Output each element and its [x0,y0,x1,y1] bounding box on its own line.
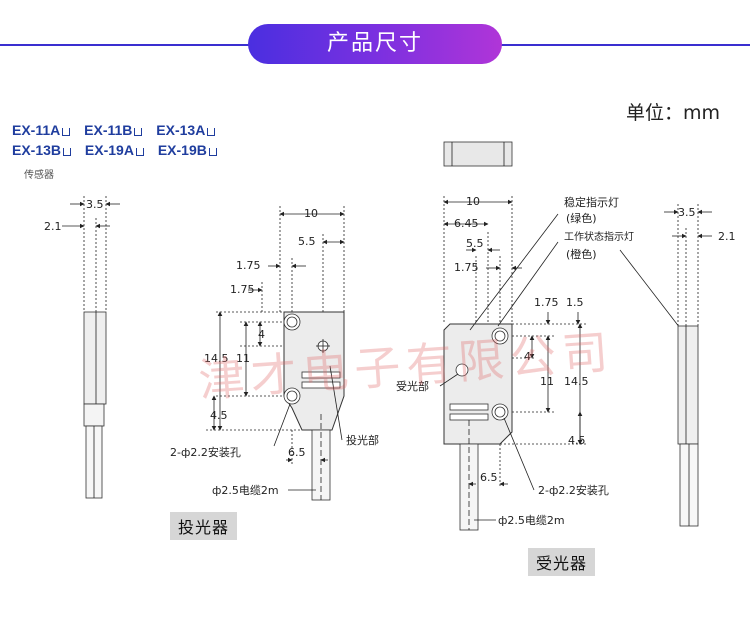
dim-rx-width: 10 [466,195,480,208]
dim-rx-6p5: 6.5 [480,471,498,484]
model-list: EX-11A EX-11B EX-13A EX-13B EX-19A EX-19… [12,120,227,160]
unit-label: 单位：mm [626,102,721,124]
model-name: EX-13A [156,120,216,140]
dim-rx-5p5: 5.5 [466,237,484,250]
label-em-cable: ф2.5电缆2m [212,484,279,497]
dim-right-2p1: 2.1 [718,230,736,243]
label-em-emitting-part: 投光部 [346,433,379,447]
model-row-2: EX-13B EX-19A EX-19B [12,140,227,160]
left-side-view [62,196,120,499]
dim-rx-14p5: 14.5 [564,375,589,388]
label-stable-led-color: (绿色) [566,211,597,225]
dim-em-6p5: 6.5 [288,446,306,459]
dim-rx-4p5: 4.5 [568,434,586,447]
receiver-top-view [443,141,513,167]
emitter-caption: 投光器 [170,512,238,540]
dim-rx-top-1p75: 1.75 [534,296,559,309]
emitter-front-view [206,206,345,501]
dim-em-width: 10 [304,207,318,220]
dim-em-11: 11 [236,352,250,365]
receiver-front-view [439,196,586,531]
right-side-view [619,204,712,527]
model-name: EX-19A [85,140,144,160]
dim-left-2p1: 2.1 [44,220,62,233]
model-name: EX-11A [12,120,71,140]
label-rx-mount-holes: 2-ф2.2安装孔 [538,483,609,497]
section-title: 产品尺寸 [248,24,502,64]
model-name: EX-11B [84,120,143,140]
label-status-led-color: (橙色) [566,247,597,261]
dim-em-4p5: 4.5 [210,409,228,422]
dim-rx-top-1p5: 1.5 [566,296,584,309]
header-rule-left [0,44,250,46]
receiver-caption: 受光器 [528,548,596,576]
dim-rx-6p45: 6.45 [454,217,479,230]
dim-em-14p5: 14.5 [204,352,229,365]
header-rule-right [500,44,750,46]
sensor-label: 传感器 [24,170,54,181]
dim-right-3p5: 3.5 [678,206,696,219]
label-em-mount-holes: 2-ф2.2安装孔 [170,445,241,459]
label-status-led: 工作状态指示灯 [564,230,634,243]
label-stable-led: 稳定指示灯 [564,195,619,209]
dim-em-1p75a: 1.75 [236,259,261,272]
dim-em-1p75b: 1.75 [230,283,255,296]
dim-rx-11: 11 [540,375,554,388]
dim-left-3p5: 3.5 [86,198,104,211]
label-receiving-part: 受光部 [396,379,429,393]
model-name: EX-19B [158,140,217,160]
model-name: EX-13B [12,140,72,160]
label-rx-cable: ф2.5电缆2m [498,514,565,527]
model-row-1: EX-11A EX-11B EX-13A [12,120,227,140]
dim-em-4: 4 [258,328,265,341]
dim-em-5p5: 5.5 [298,235,316,248]
dim-rx-1p75: 1.75 [454,261,479,274]
dim-rx-4: 4 [524,350,531,363]
